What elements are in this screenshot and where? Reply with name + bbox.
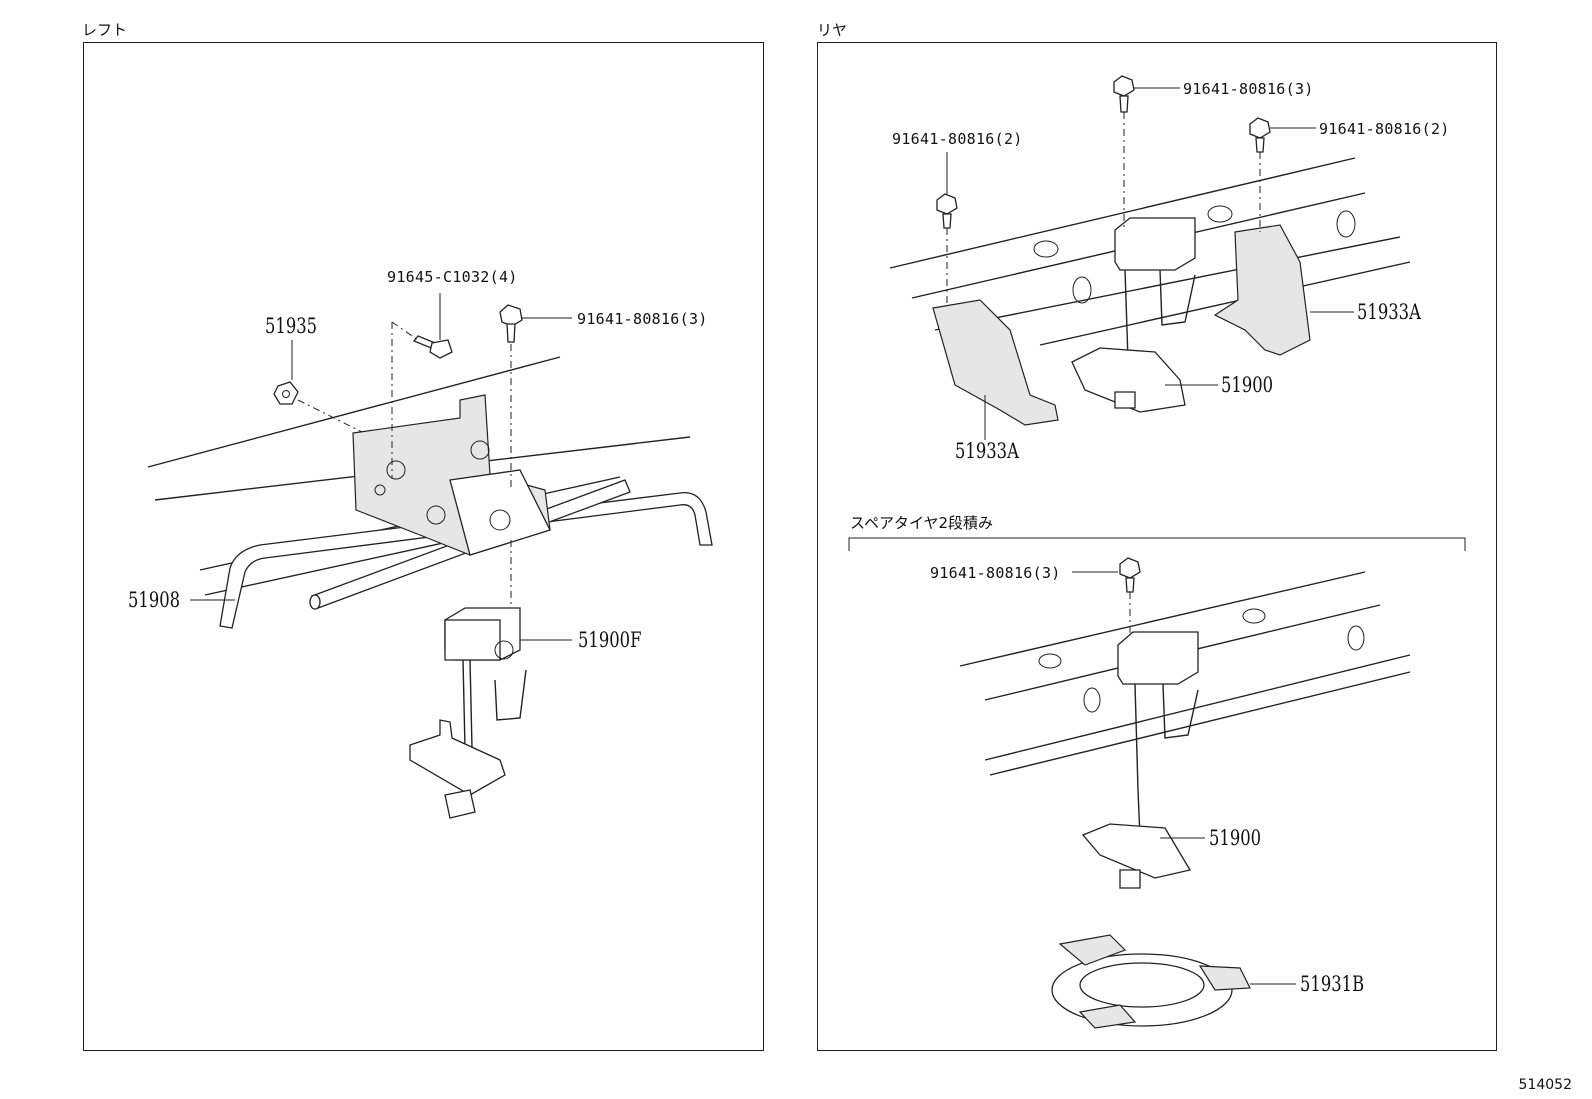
carrier-51900f-shape xyxy=(409,607,527,819)
drawing-id: 514052 xyxy=(1518,1077,1572,1093)
label-bolt-91641-80816-rear-right: 91641-80816(2) xyxy=(1319,120,1450,138)
label-bolt-91641-80816-double: 91641-80816(3) xyxy=(930,564,1061,582)
label-carrier-51900-double: 51900 xyxy=(1209,826,1262,850)
stopper-51931b-shape xyxy=(1051,934,1251,1029)
left-panel-frame xyxy=(83,42,764,1051)
label-bracket-51933a-left: 51933A xyxy=(955,439,1019,463)
double-bolt xyxy=(1119,557,1141,634)
label-bracket-51933a-right: 51933A xyxy=(1357,300,1421,324)
bracket-51933a-right-shape xyxy=(1213,224,1311,356)
double-leader-lines xyxy=(1072,571,1296,985)
rear-panel-frame xyxy=(817,42,1497,1051)
carrier-51900-rear-shape xyxy=(1071,217,1196,413)
label-bolt-91641-80816-rear-left: 91641-80816(2) xyxy=(892,130,1023,148)
label-stopper-51931b: 51931B xyxy=(1300,972,1365,996)
double-spare-section-title: スペアタイヤ2段積み xyxy=(850,514,994,532)
label-carrier-51900f: 51900F xyxy=(578,628,642,652)
left-leader-lines xyxy=(190,293,572,641)
nut-51935-shape xyxy=(273,381,299,405)
rear-bolts xyxy=(936,75,1271,229)
label-bolt-91641-80816-rear-top: 91641-80816(3) xyxy=(1183,80,1314,98)
carrier-51900-double-shape xyxy=(1081,631,1199,889)
label-bolt-91641-80816-left: 91641-80816(3) xyxy=(577,310,708,328)
bracket-51933a-left-shape xyxy=(932,299,1059,426)
bolt-left-80816-shape xyxy=(499,304,523,343)
rear-frame-rails xyxy=(889,157,1411,346)
label-nut-51935: 51935 xyxy=(265,314,318,338)
label-carrier-51900-rear: 51900 xyxy=(1221,373,1274,397)
rear-leader-lines xyxy=(946,87,1354,440)
left-panel-title: レフト xyxy=(82,21,128,39)
rear-panel-title: リヤ xyxy=(817,21,848,39)
bolt-c1032-shape xyxy=(412,335,453,359)
label-pipe-51908: 51908 xyxy=(128,588,181,612)
label-bolt-91645-c1032: 91645-C1032(4) xyxy=(387,268,518,286)
rear-dashed-guides xyxy=(946,112,1261,305)
double-spare-bracket-line xyxy=(848,537,1466,551)
left-dashed-guides xyxy=(297,321,512,605)
left-bracket-shape xyxy=(352,394,551,556)
